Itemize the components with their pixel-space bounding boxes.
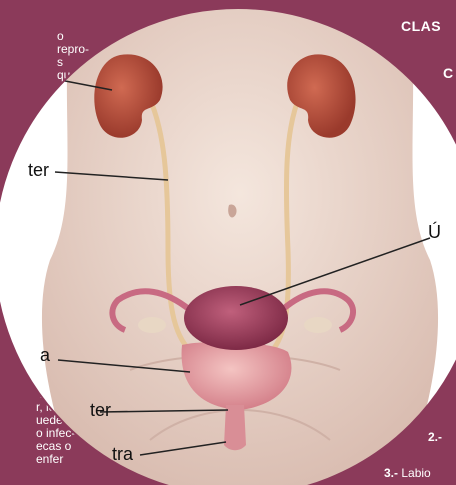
urethra <box>224 405 246 450</box>
right-ovary <box>304 317 332 333</box>
label-uterus: Ú <box>428 222 441 243</box>
uterus <box>184 286 288 350</box>
label-bladder: a <box>40 345 50 366</box>
label-ureter-bottom: ter <box>90 400 111 421</box>
label-urethra: tra <box>112 444 133 465</box>
label-ureter-top: ter <box>28 160 49 181</box>
left-ovary <box>138 317 166 333</box>
